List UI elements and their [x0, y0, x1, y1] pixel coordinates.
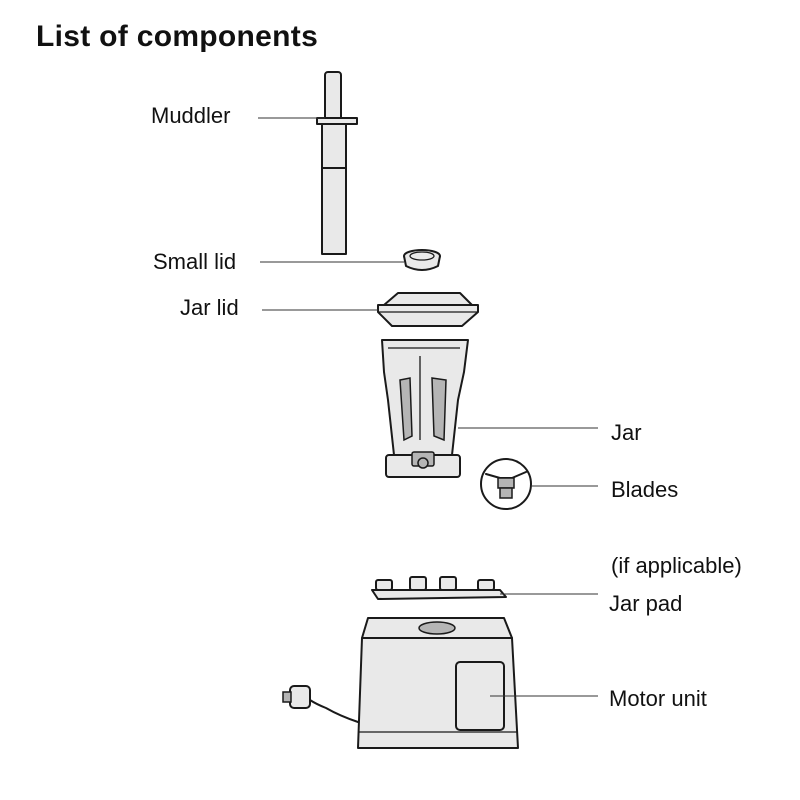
label-motor-unit: Motor unit	[609, 686, 707, 711]
page-title: List of components	[36, 20, 319, 53]
motor-unit-illustration	[282, 617, 519, 749]
jar-lid-illustration	[377, 292, 479, 327]
small-lid-illustration	[403, 249, 441, 271]
label-if-applicable: (if applicable)	[611, 553, 742, 578]
muddler-illustration	[316, 71, 358, 255]
label-small-lid: Small lid	[153, 249, 237, 274]
jar-pad-illustration	[371, 576, 507, 600]
label-jar-pad: Jar pad	[609, 591, 683, 616]
label-jar-lid: Jar lid	[180, 295, 239, 320]
label-blades: Blades	[611, 477, 679, 502]
label-jar: Jar	[611, 420, 642, 445]
blades-illustration	[480, 458, 532, 510]
label-muddler: Muddler	[151, 103, 231, 128]
jar-illustration	[381, 339, 469, 478]
